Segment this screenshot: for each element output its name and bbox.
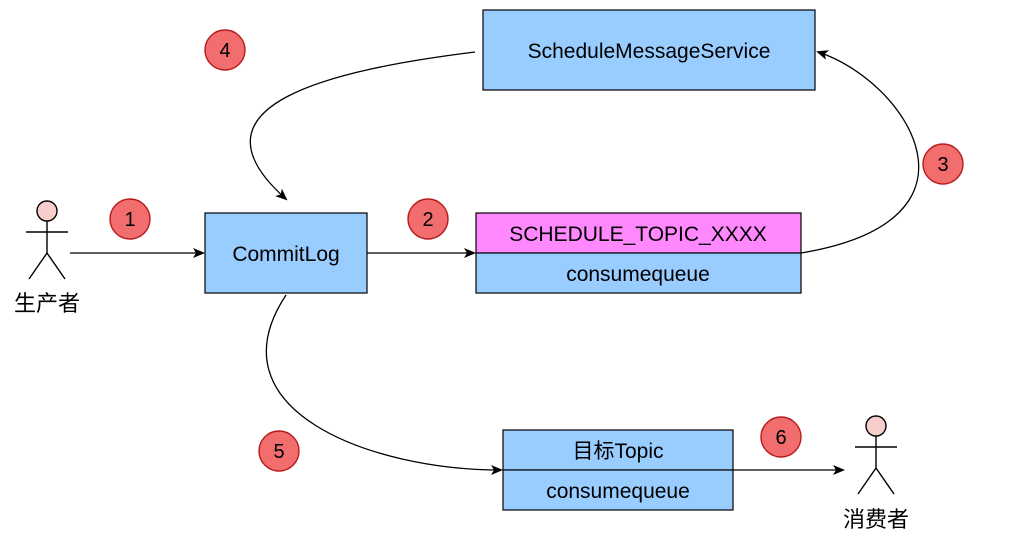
schedule-topic-queue-label: consumequeue	[566, 263, 710, 286]
arrow-commitlog-to-target-topic	[265, 294, 503, 475]
step-badge-3: 3	[922, 143, 964, 185]
commitlog-label: CommitLog	[232, 243, 339, 266]
arrow-schedule-topic-to-service	[800, 50, 920, 254]
svg-text:3: 3	[937, 154, 948, 176]
svg-text:5: 5	[273, 441, 284, 463]
target-topic-node: 目标Topic consumequeue	[502, 429, 734, 511]
svg-text:1: 1	[124, 209, 135, 231]
producer-label: 生产者	[14, 292, 80, 317]
step-badge-6: 6	[760, 416, 802, 458]
commitlog-node: CommitLog	[204, 212, 368, 294]
producer-actor: 生产者	[14, 200, 80, 317]
step-badge-4: 4	[204, 29, 246, 71]
target-topic-label: 目标Topic	[572, 440, 663, 463]
consumer-actor: 消费者	[843, 415, 909, 533]
arrow-service-to-commitlog	[249, 51, 476, 201]
schedule-message-service-node: ScheduleMessageService	[482, 9, 816, 91]
schedule-topic-label: SCHEDULE_TOPIC_XXXX	[509, 223, 767, 246]
producer-head-icon	[36, 200, 58, 222]
step-badge-2: 2	[407, 198, 449, 240]
svg-text:4: 4	[219, 40, 230, 62]
step-badge-1: 1	[109, 198, 151, 240]
consumer-head-icon	[865, 415, 887, 437]
step-badge-5: 5	[258, 430, 300, 472]
svg-text:2: 2	[422, 209, 433, 231]
schedule-message-service-label: ScheduleMessageService	[528, 40, 771, 63]
schedule-topic-node: SCHEDULE_TOPIC_XXXX consumequeue	[475, 212, 802, 294]
consumer-label: 消费者	[843, 508, 909, 533]
target-topic-queue-label: consumequeue	[546, 480, 690, 503]
svg-text:6: 6	[775, 427, 786, 449]
